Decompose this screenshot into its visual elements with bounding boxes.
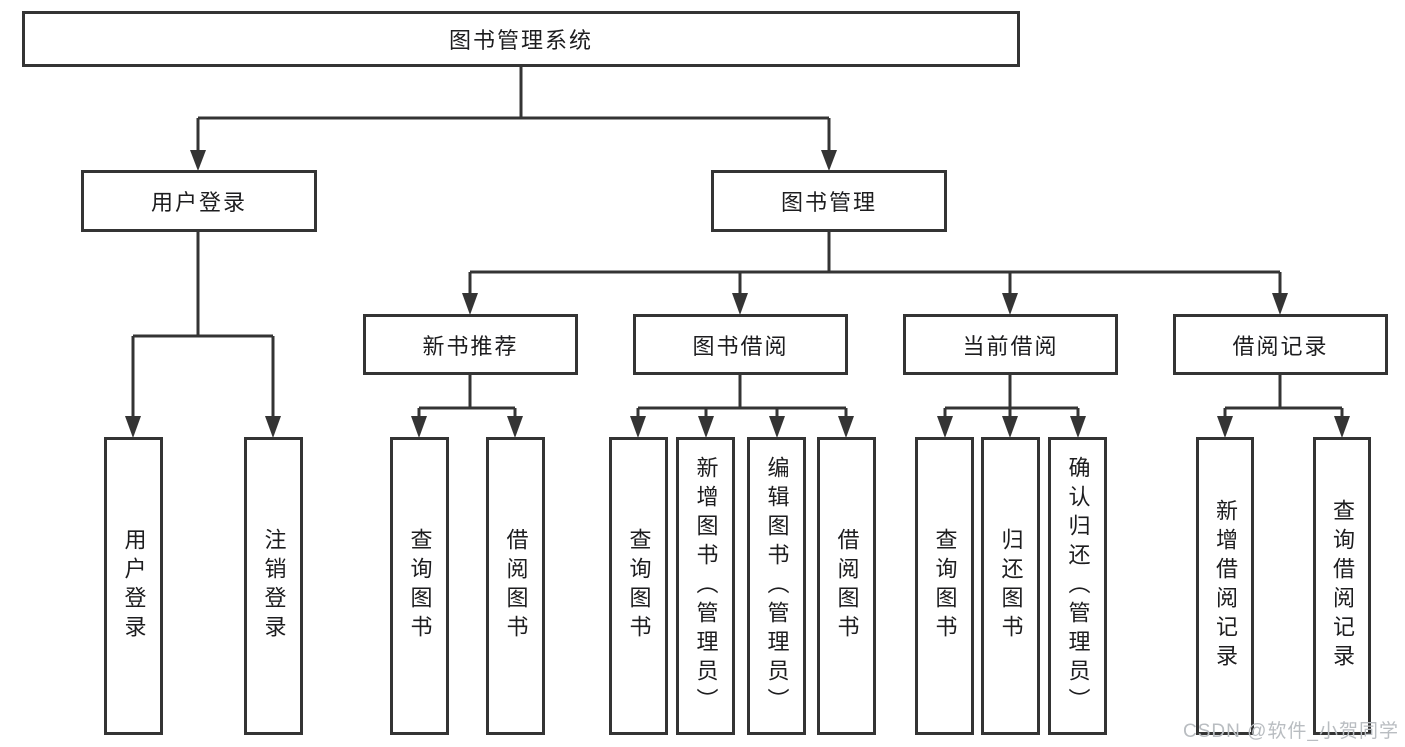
leaf-label: 查询图书 (932, 528, 958, 644)
leaf-edit-book-admin: 编辑图书（管理员） (747, 437, 806, 735)
leaf-label: 新增借阅记录 (1213, 499, 1238, 673)
leaf-borrow-books-recommend: 借阅图书 (486, 437, 545, 735)
leaf-label: 新增图书（管理员） (693, 455, 719, 717)
leaf-query-books-borrowing: 查询图书 (609, 437, 668, 735)
leaf-label: 查询图书 (626, 528, 652, 644)
leaf-confirm-return-admin: 确认归还（管理员） (1048, 437, 1107, 735)
leaf-label: 借阅图书 (834, 528, 860, 644)
leaf-query-books-current: 查询图书 (915, 437, 974, 735)
node-book-borrowing: 图书借阅 (633, 314, 848, 375)
csdn-watermark: CSDN @软件_小贺同学 (1183, 721, 1399, 742)
node-label: 图书借阅 (692, 333, 789, 359)
node-book-management: 图书管理 (711, 170, 947, 232)
leaf-query-borrow-record: 查询借阅记录 (1313, 437, 1371, 735)
leaf-label: 用户登录 (121, 528, 147, 644)
node-label: 当前借阅 (962, 333, 1059, 359)
leaf-logout: 注销登录 (244, 437, 303, 735)
leaf-user-login: 用户登录 (104, 437, 163, 735)
leaf-label: 查询图书 (407, 528, 433, 644)
node-new-book-recommend: 新书推荐 (363, 314, 578, 375)
node-label: 图书管理系统 (448, 28, 593, 53)
leaf-add-book-admin: 新增图书（管理员） (676, 437, 735, 735)
node-borrowing-records: 借阅记录 (1173, 314, 1388, 375)
leaf-label: 编辑图书（管理员） (764, 455, 790, 717)
leaf-borrow-books-borrowing: 借阅图书 (817, 437, 876, 735)
leaf-return-books: 归还图书 (981, 437, 1040, 735)
node-label: 图书管理 (780, 190, 877, 215)
node-user-login: 用户登录 (81, 170, 317, 232)
node-label: 新书推荐 (422, 333, 519, 359)
leaf-label: 查询借阅记录 (1330, 499, 1355, 673)
leaf-label: 确认归还（管理员） (1065, 455, 1091, 717)
node-current-borrowing: 当前借阅 (903, 314, 1118, 375)
leaf-add-borrow-record: 新增借阅记录 (1196, 437, 1254, 735)
leaf-query-books-recommend: 查询图书 (390, 437, 449, 735)
node-library-management-system: 图书管理系统 (22, 11, 1020, 67)
node-label: 借阅记录 (1232, 333, 1329, 359)
node-label: 用户登录 (150, 190, 247, 215)
leaf-label: 借阅图书 (503, 528, 529, 644)
leaf-label: 注销登录 (261, 528, 287, 644)
leaf-label: 归还图书 (998, 528, 1024, 644)
